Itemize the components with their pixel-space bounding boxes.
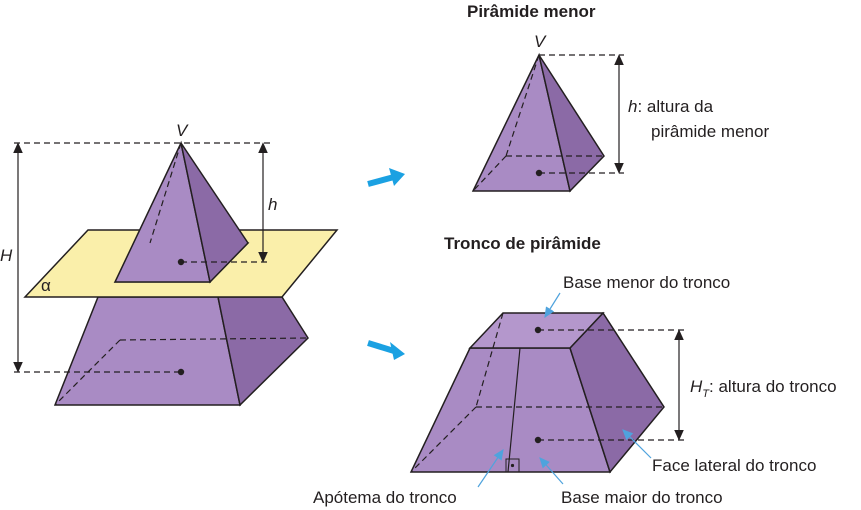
small-pyramid-h-var: h [628, 97, 637, 116]
leader-base-menor [544, 292, 561, 319]
label-base-menor: Base menor do tronco [563, 273, 730, 292]
small-pyramid-hidden-left [472, 155, 507, 192]
frustum-height-text: HT: altura do tronco [690, 377, 837, 400]
arrow-to-small-pyramid [367, 168, 405, 187]
left-h-label: h [268, 195, 277, 214]
frustum-right-angle-dot [510, 463, 515, 468]
left-H-label: H [0, 246, 13, 265]
frustum-height-desc: : altura do tronco [709, 377, 837, 396]
small-pyramid-hidden-edge [505, 54, 540, 157]
frustum-apothem-line [507, 347, 521, 473]
left-base-center-dot [177, 368, 185, 376]
label-face-lateral: Face lateral do tronco [652, 456, 816, 475]
left-frustum-hidden-back [119, 337, 309, 341]
frustum-title: Tronco de pirâmide [444, 234, 601, 253]
small-pyramid-vertex-label: V [534, 32, 547, 51]
leader-base-maior [539, 457, 564, 485]
frustum-H-var: H [690, 377, 703, 396]
small-pyramid-height-desc-2: pirâmide menor [651, 122, 769, 141]
left-vertex-label: V [176, 121, 189, 140]
left-frustum-front-face [53, 296, 241, 406]
frustum-hidden-edge [475, 312, 504, 408]
small-pyramid-height-desc-1: : altura da [637, 97, 713, 116]
left-small-hidden-edge [149, 142, 182, 244]
small-pyramid-height-text: h: altura da [628, 97, 714, 116]
small-pyramid-right-face [538, 54, 605, 193]
left-small-pyramid-right [180, 142, 249, 284]
leader-apotema [477, 449, 504, 488]
frustum-hidden-left [410, 406, 477, 473]
label-apotema: Apótema do tronco [313, 488, 457, 507]
frustum-right-angle-mark [505, 458, 520, 473]
label-base-maior: Base maior do tronco [561, 488, 723, 507]
frustum-figure: Tronco de pirâmide Base menor do tronco … [313, 234, 837, 507]
small-pyramid-figure: Pirâmide menor V h: altura da pirâmide m… [467, 2, 769, 193]
small-pyramid-title: Pirâmide menor [467, 2, 596, 21]
arrow-to-frustum [367, 340, 405, 360]
frustum-H-sub: T [702, 388, 710, 400]
leader-face-lateral [622, 429, 652, 459]
plane-alpha-label: α [41, 276, 51, 295]
left-figure: α V h H [0, 121, 339, 407]
